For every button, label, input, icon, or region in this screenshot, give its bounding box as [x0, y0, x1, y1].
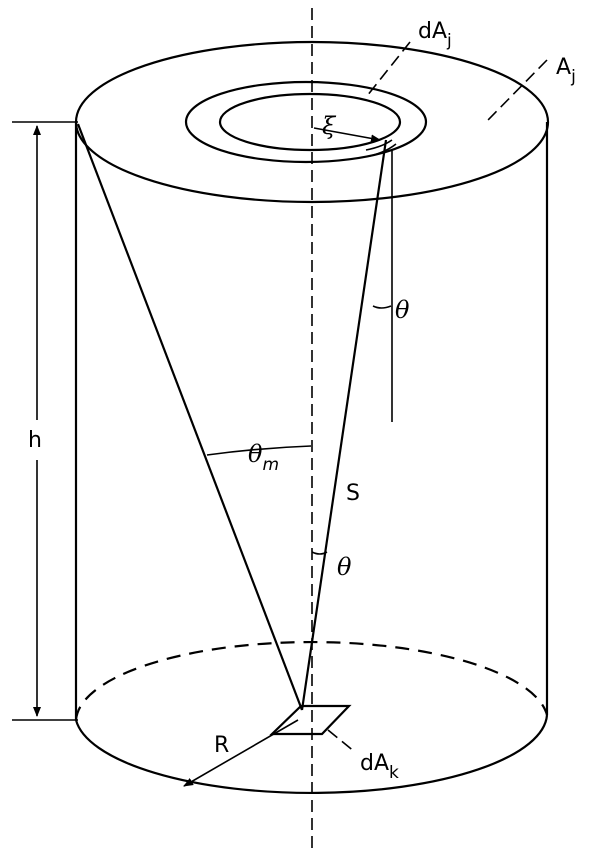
- ring-segment-arcs: [365, 139, 397, 157]
- theta-upper-arc: [372, 305, 392, 309]
- label-dAj: dAj: [418, 19, 452, 51]
- label-xi: ξ: [322, 112, 337, 140]
- label-Aj: Aj: [556, 55, 576, 87]
- ring-inner-ellipse: [218, 92, 402, 152]
- label-dAk: dAk: [360, 751, 399, 783]
- line-S: [300, 139, 388, 711]
- bottom-ellipse-back: [74, 640, 549, 721]
- line-to-rim: [76, 123, 304, 711]
- dAk-leader: [327, 729, 356, 753]
- R-radius-arrow: [183, 719, 299, 787]
- theta-m-arc: [206, 445, 312, 456]
- xi-radius-arrow: [313, 127, 381, 143]
- dAj-leader: [366, 41, 411, 97]
- theta-lower-arc: [311, 551, 328, 555]
- Aj-leader: [487, 59, 548, 121]
- ring-outer-ellipse: [184, 80, 428, 164]
- label-theta-upper: θ: [395, 296, 410, 324]
- label-S: S: [346, 481, 360, 506]
- label-theta-lower: θ: [337, 553, 352, 581]
- label-theta-m: θm: [248, 440, 279, 475]
- element-dAk: [269, 704, 352, 736]
- label-R: R: [214, 733, 229, 758]
- bottom-ellipse-front: [74, 714, 549, 795]
- label-h: h: [28, 428, 42, 453]
